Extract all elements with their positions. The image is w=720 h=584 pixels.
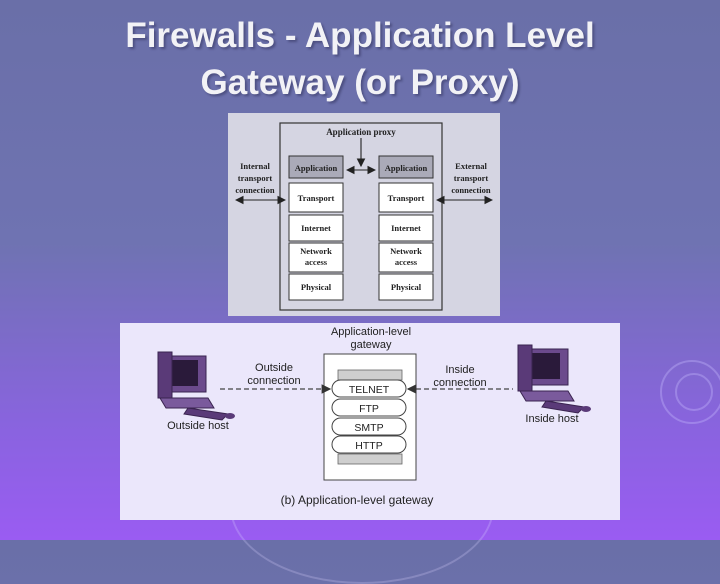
right-network-access-layer (378, 242, 434, 273)
internal-label-line1: Internal (240, 161, 270, 171)
left-network-text: Network (300, 246, 332, 256)
external-label-line1: External (455, 161, 487, 171)
external-label-line2: transport (454, 173, 489, 183)
application-proxy-diagram: Application proxy Application Transport … (228, 113, 500, 316)
left-physical-text: Physical (301, 282, 332, 292)
smtp-service (331, 417, 407, 436)
figure-caption: (b) Application-level gateway (281, 493, 434, 507)
ftp-label: FTP (359, 403, 379, 415)
http-label: HTTP (355, 440, 382, 452)
left-application-text: Application (295, 163, 338, 173)
left-transport-layer (288, 182, 344, 213)
right-internet-layer (378, 214, 434, 242)
right-physical-layer (378, 273, 434, 301)
decorative-swirl (675, 373, 713, 411)
smtp-label: SMTP (354, 422, 383, 434)
left-internet-layer (288, 214, 344, 242)
right-internet-text: Internet (391, 223, 421, 233)
left-application-layer (288, 155, 344, 179)
left-physical-layer (288, 273, 344, 301)
gateway-label-line1: Application-level (331, 326, 411, 338)
gateway-label-line2: gateway (351, 339, 392, 351)
inside-connection-line2: connection (433, 377, 486, 389)
inside-connection-line1: Inside (445, 364, 474, 376)
telnet-label: TELNET (349, 384, 390, 396)
left-access-text: access (305, 257, 328, 267)
right-protocol-stack: Application Transport Internet Network a… (378, 155, 434, 301)
external-label-line3: connection (451, 185, 490, 195)
left-protocol-stack: Application Transport Internet Network a… (288, 155, 344, 301)
right-application-layer (378, 155, 434, 179)
left-transport-text: Transport (298, 193, 335, 203)
internal-label-line3: connection (235, 185, 274, 195)
gateway-svg: Application-level gateway TELNET FTP SMT… (157, 326, 591, 507)
decorative-swirl (660, 360, 720, 424)
right-physical-text: Physical (391, 282, 422, 292)
application-level-gateway-diagram: Application-level gateway TELNET FTP SMT… (120, 323, 620, 520)
left-network-access-layer (288, 242, 344, 273)
ftp-service (331, 398, 407, 417)
left-internet-text: Internet (301, 223, 331, 233)
right-transport-layer (378, 182, 434, 213)
internal-label-line2: transport (238, 173, 273, 183)
http-service (331, 435, 407, 454)
right-access-text: access (395, 257, 418, 267)
telnet-service (331, 379, 407, 398)
inside-host-label: Inside host (525, 413, 578, 425)
outside-connection-line2: connection (247, 375, 300, 387)
application-proxy-label: Application proxy (326, 127, 396, 137)
proxy-host-box (279, 122, 443, 311)
application-proxy-svg: Application proxy Application Transport … (234, 122, 494, 311)
gateway-bottom-bar (337, 453, 403, 465)
right-application-text: Application (385, 163, 428, 173)
outside-host-computer-icon (157, 351, 235, 421)
outside-host-label: Outside host (167, 420, 229, 432)
slide-title-line1: Firewalls - Application Level (125, 16, 595, 55)
right-transport-text: Transport (388, 193, 425, 203)
outside-connection-line1: Outside (255, 362, 293, 374)
gateway-top-bar (337, 369, 403, 381)
right-network-text: Network (390, 246, 422, 256)
slide-title-line2: Gateway (or Proxy) (200, 63, 520, 102)
inside-host-computer-icon (517, 344, 591, 414)
